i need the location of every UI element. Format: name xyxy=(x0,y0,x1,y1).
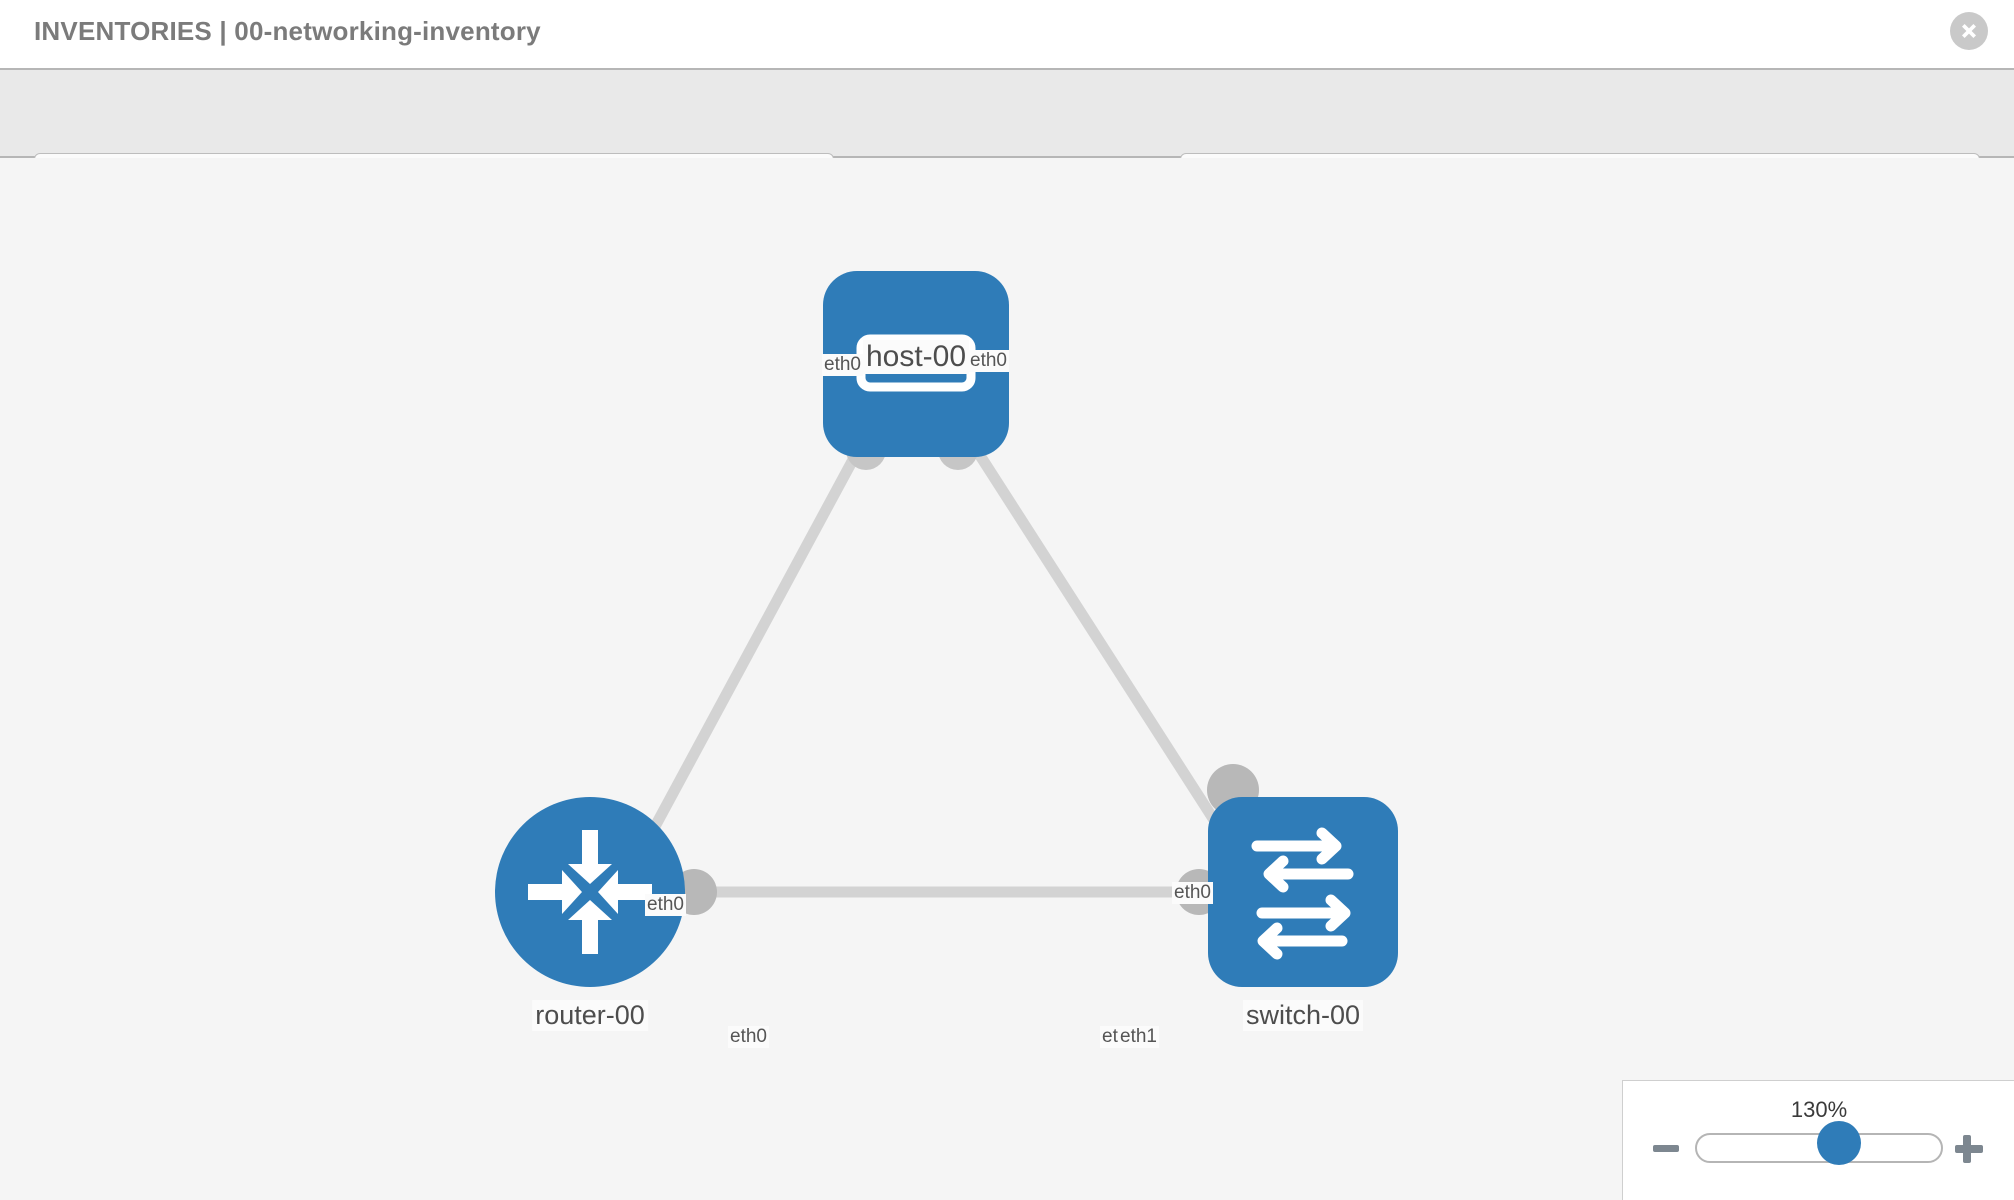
node-switch-00-shape xyxy=(1208,797,1398,987)
node-switch-00 xyxy=(1208,797,1398,987)
topology-graph xyxy=(495,271,1398,987)
iface-label: eth1 xyxy=(1118,1026,1159,1048)
router-arrows-icon xyxy=(528,830,652,954)
iface-label: eth0 xyxy=(728,1026,769,1048)
node-label-router-00: router-00 xyxy=(532,1000,648,1031)
edge-host00-router00 xyxy=(633,440,867,861)
zoom-control-panel: 130% xyxy=(1622,1080,2014,1200)
switch-arrows-icon xyxy=(1251,827,1354,960)
node-router-00-shape xyxy=(495,797,685,987)
iface-label: eth0 xyxy=(822,354,863,376)
edge-host00-switch00 xyxy=(967,440,1237,851)
topology-ports xyxy=(671,430,1259,915)
node-label-host-00: host-00 xyxy=(862,340,970,374)
window-header: INVENTORIES | 00-networking-inventory xyxy=(0,0,2014,68)
iface-label: eth0 xyxy=(1172,882,1213,904)
zoom-level-value: 130% xyxy=(1790,1097,1848,1122)
minus-icon[interactable] xyxy=(1651,1133,1681,1163)
topology-toolbar: ACTIONS SEARCH xyxy=(0,68,2014,205)
close-icon[interactable] xyxy=(1950,12,1988,50)
topology-edges xyxy=(633,440,1237,898)
plus-icon[interactable] xyxy=(1953,1133,1985,1165)
iface-label: eth0 xyxy=(645,894,686,916)
node-router-00 xyxy=(495,797,685,987)
iface-label: eth0 xyxy=(968,350,1009,372)
topology-canvas[interactable]: host-00 router-00 switch-00 eth0 eth0 et… xyxy=(0,158,2014,1200)
node-label-switch-00: switch-00 xyxy=(1242,1000,1364,1031)
page-title: INVENTORIES | 00-networking-inventory xyxy=(34,16,541,46)
zoom-slider-thumb[interactable] xyxy=(1817,1121,1862,1165)
